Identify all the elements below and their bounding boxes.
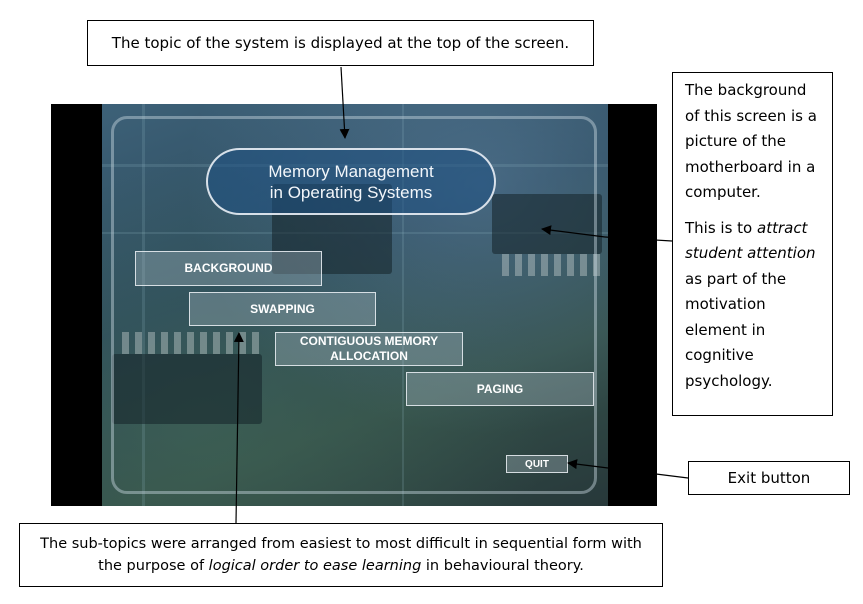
chip-pins xyxy=(502,254,602,276)
callout-background-text: The background of this screen is a pictu… xyxy=(685,81,817,201)
title-line2: in Operating Systems xyxy=(269,182,433,202)
callout-attention-text: This is to attract student attention as … xyxy=(685,218,816,390)
paging-button[interactable]: PAGING xyxy=(406,372,594,406)
contiguous-button-label-line2: ALLOCATION xyxy=(330,349,408,363)
callout-topic-text: The topic of the system is displayed at … xyxy=(111,34,570,52)
callout-subtopics-line1: The sub-topics were arranged from easies… xyxy=(40,536,642,552)
quit-button[interactable]: QUIT xyxy=(506,455,568,473)
paging-button-label: PAGING xyxy=(476,381,524,396)
screen-frame xyxy=(111,116,597,494)
callout-subtopics: The sub-topics were arranged from easies… xyxy=(19,523,663,587)
callout-exit: Exit button xyxy=(688,461,850,495)
background-button[interactable]: BACKGROUND xyxy=(135,251,322,286)
callout-subtopics-line2: the purpose of logical order to ease lea… xyxy=(98,558,584,574)
page-title: Memory Management in Operating Systems xyxy=(206,148,496,215)
title-line1: Memory Management xyxy=(268,161,434,181)
circuit-trace xyxy=(142,104,145,506)
circuit-trace xyxy=(402,104,404,506)
logical-order-emphasis: logical order to ease learning xyxy=(208,558,422,574)
quit-button-label: QUIT xyxy=(525,458,549,470)
swapping-button-label: SWAPPING xyxy=(250,301,315,316)
contiguous-memory-button[interactable]: CONTIGUOUS MEMORY ALLOCATION xyxy=(275,332,463,366)
callout-background: The background of this screen is a pictu… xyxy=(672,72,833,416)
chip-pins xyxy=(122,332,262,354)
chip-shape xyxy=(492,194,602,254)
background-button-label: BACKGROUND xyxy=(184,261,273,275)
callout-exit-text: Exit button xyxy=(727,469,811,487)
callout-topic: The topic of the system is displayed at … xyxy=(87,20,594,66)
attract-attention-emphasis: attract student attention xyxy=(685,218,816,263)
swapping-button[interactable]: SWAPPING xyxy=(189,292,376,326)
contiguous-button-label-line1: CONTIGUOUS MEMORY xyxy=(299,334,439,348)
app-screen: Memory Management in Operating Systems B… xyxy=(51,104,657,506)
